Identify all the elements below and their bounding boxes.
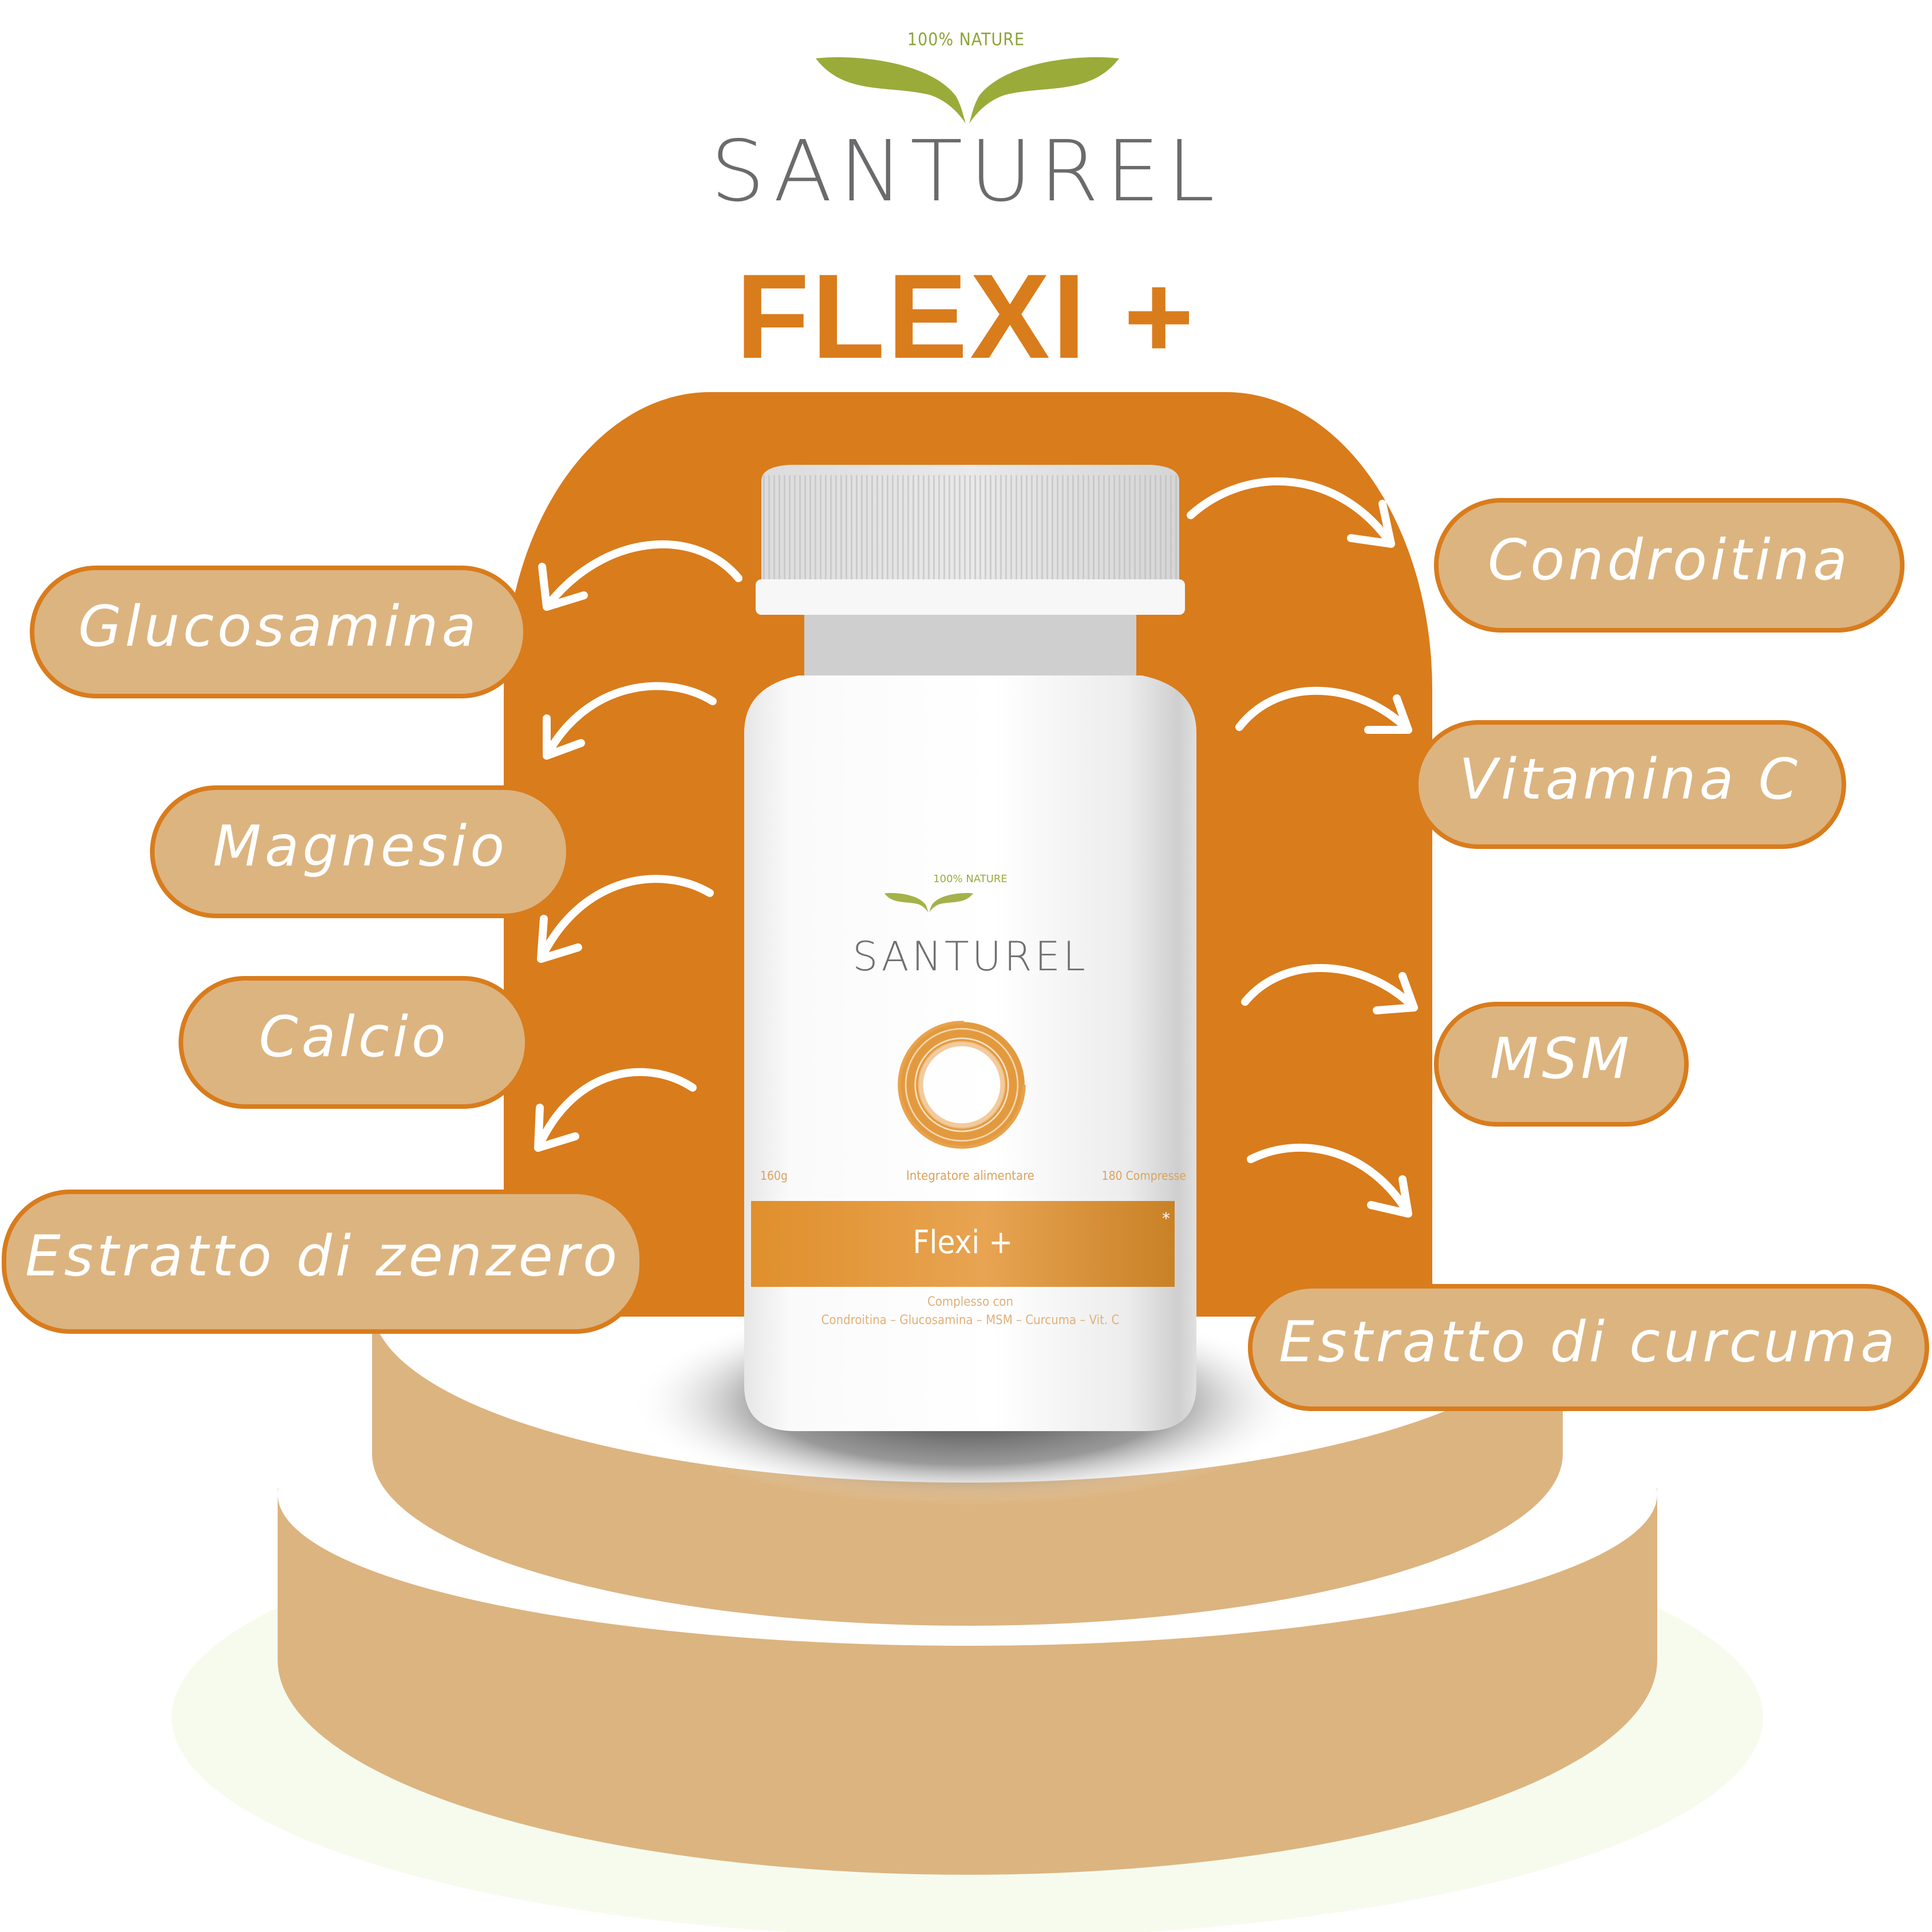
label-category: Integratore alimentare <box>906 1169 1034 1183</box>
leaf-logo-icon <box>816 57 1119 124</box>
ingredient-label: Condroitina <box>1488 527 1851 593</box>
ingredient-pill-calcio: Calcio <box>179 976 530 1109</box>
ingredient-pill-vitamina-c: Vitamina C <box>1414 720 1846 849</box>
ingredient-label: Estratto di zenzero <box>25 1224 621 1289</box>
label-weight: 160g <box>760 1169 788 1183</box>
ingredient-pill-glucosamina: Glucosamina <box>30 566 528 698</box>
arrow-to-zenzero-icon <box>534 1068 697 1152</box>
swirl-circle-icon <box>898 1021 1026 1149</box>
arrow-to-calcio-icon <box>537 875 714 963</box>
label-product-name: Flexi + <box>912 1224 1013 1261</box>
ingredient-label: MSM <box>1490 1026 1633 1092</box>
arrow-to-msm-icon <box>1241 964 1418 1014</box>
arrow-to-condroitina-icon <box>1187 477 1395 548</box>
arrow-to-vitamina-c-icon <box>1235 686 1412 734</box>
ingredient-pill-zenzero: Estratto di zenzero <box>2 1190 644 1334</box>
arrow-to-magnesio-icon <box>543 682 717 760</box>
ingredient-label: Calcio <box>259 1005 449 1070</box>
ingredient-pill-curcuma: Estratto di curcuma <box>1248 1284 1929 1411</box>
podium-illustration <box>172 1317 1763 1932</box>
arrow-to-glucosamina-icon <box>538 540 742 611</box>
label-complex-list: Condroitina – Glucosamina – MSM – Curcum… <box>821 1313 1120 1327</box>
ingredient-label: Estratto di curcuma <box>1278 1310 1899 1375</box>
brand-tagline: 100% NATURE <box>907 30 1025 50</box>
arrow-to-curcuma-icon <box>1247 1143 1412 1218</box>
label-brand: SANTUREL <box>852 933 1088 980</box>
bottle-label: 100% NATURE SANTUREL 160g Integratore al… <box>744 864 1196 1357</box>
ingredient-pill-msm: MSM <box>1434 1002 1689 1127</box>
label-leaf-icon <box>884 893 973 912</box>
label-asterisk: * <box>1162 1209 1170 1228</box>
label-complex-intro: Complesso con <box>927 1295 1013 1309</box>
ingredient-label: Vitamina C <box>1459 746 1801 812</box>
ingredient-pill-condroitina: Condroitina <box>1434 498 1905 633</box>
label-tagline: 100% NATURE <box>933 873 1008 885</box>
label-product-band: Flexi + * <box>751 1201 1175 1287</box>
ingredient-pill-magnesio: Magnesio <box>150 785 571 918</box>
label-count: 180 Compresse <box>1101 1169 1186 1183</box>
ingredient-label: Magnesio <box>212 814 508 879</box>
ingredient-label: Glucosamina <box>78 594 480 659</box>
brand-name: SANTUREL <box>710 123 1222 221</box>
product-title: FLEXI + <box>736 249 1196 384</box>
